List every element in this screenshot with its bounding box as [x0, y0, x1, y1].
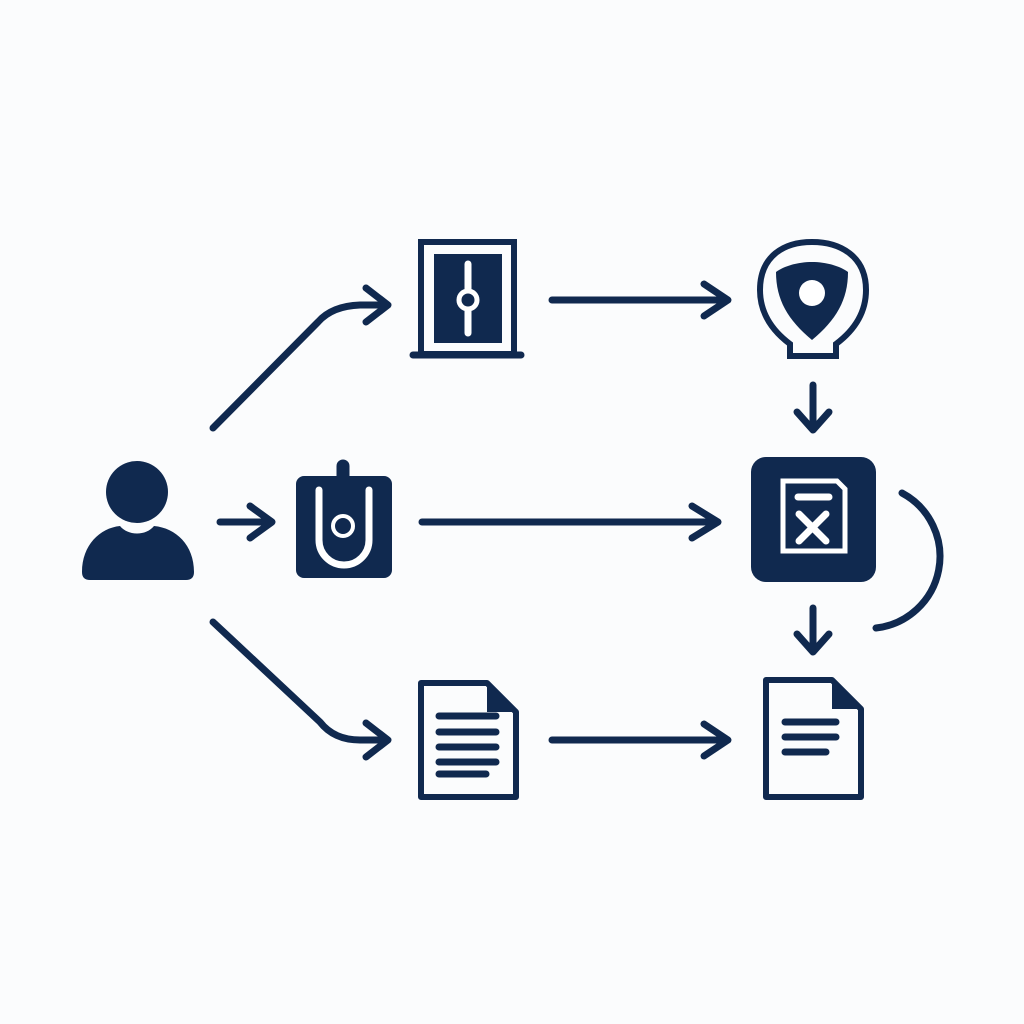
arrow-doc-to-doc: [548, 720, 732, 760]
arrow-location-to-xdoc: [793, 381, 833, 434]
arrow-user-to-plug: [216, 502, 276, 542]
document-icon: [763, 677, 864, 800]
arrow-user-to-doc: [209, 618, 392, 761]
user-icon: [82, 461, 194, 580]
arrow-user-to-safe: [209, 284, 392, 432]
arrow-safe-to-location: [548, 280, 732, 320]
document-icon: [418, 680, 519, 800]
arrow-plug-to-xdoc: [418, 502, 722, 542]
location-pin-shield-icon: [756, 238, 870, 359]
arrow-xdoc-to-doc: [793, 604, 833, 656]
document-x-icon: [751, 457, 876, 582]
plug-icon: [296, 459, 392, 578]
safe-icon: [409, 239, 525, 359]
arrow-loop-arc: [872, 489, 944, 632]
